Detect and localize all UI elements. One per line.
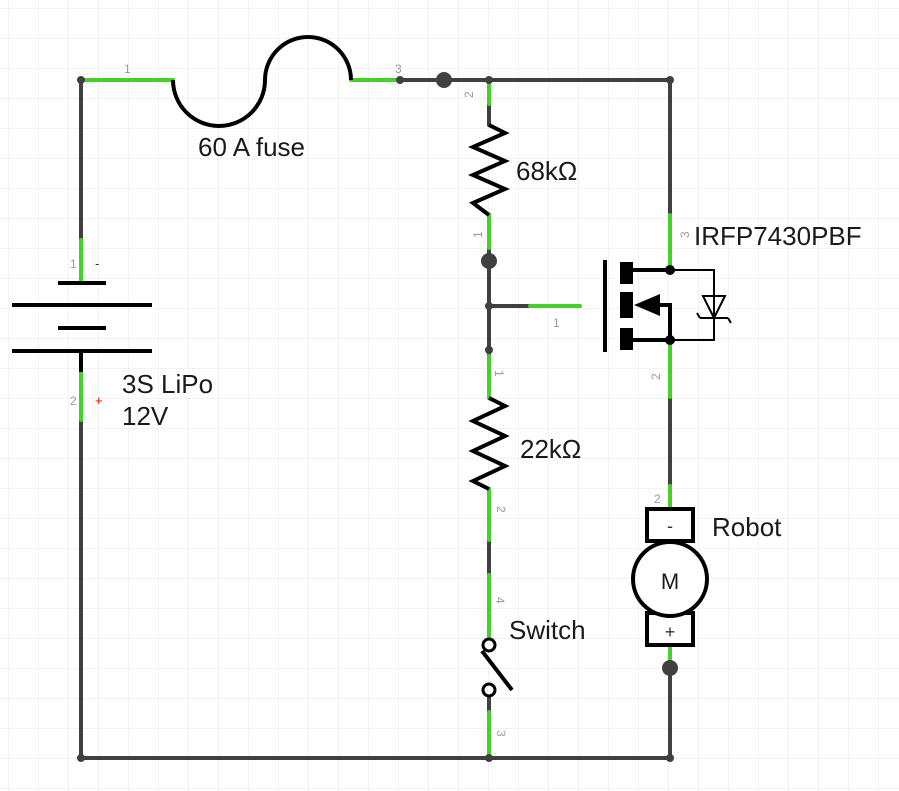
- junctions: [77, 72, 678, 762]
- battery-symbol[interactable]: [12, 281, 152, 372]
- pin-number: 2: [494, 506, 508, 513]
- battery-pos-sign: +: [95, 393, 103, 408]
- mosfet-diode-loop: [670, 269, 715, 341]
- pin-number: 4: [493, 597, 507, 604]
- mosfet-body-diode: [701, 295, 727, 321]
- motor-body: [631, 540, 709, 618]
- switch-contact-bottom: [481, 682, 497, 698]
- motor-terminal-bottom: [645, 611, 695, 647]
- pin-number: 2: [70, 394, 77, 408]
- motor-symbol[interactable]: M - +: [631, 507, 709, 647]
- mosfet-label: IRFP7430PBF: [694, 221, 862, 251]
- tee-dot: [485, 302, 493, 310]
- battery-label-line1: 3S LiPo: [122, 369, 213, 399]
- mosfet-arrow: [634, 294, 660, 316]
- pin-number: 3: [494, 730, 508, 737]
- junction-dot-fuse[interactable]: [436, 72, 452, 88]
- pin-number: 1: [492, 370, 506, 377]
- resistor-22k-label: 22kΩ: [520, 434, 581, 464]
- junction-dot-motor[interactable]: [662, 660, 678, 676]
- corner-dot: [666, 76, 674, 84]
- junction-dot-divider[interactable]: [481, 253, 497, 269]
- fuse-curve: [171, 35, 353, 128]
- tee-dot: [396, 76, 404, 84]
- mosfet-channel-mid: [620, 292, 633, 318]
- pin-number: 2: [649, 373, 663, 380]
- motor-neg-sign: -: [667, 516, 673, 536]
- pin-number: 3: [678, 231, 692, 238]
- switch-label: Switch: [509, 615, 586, 645]
- corner-dot: [666, 754, 674, 762]
- corner-dot: [77, 76, 85, 84]
- motor-pos-sign: +: [665, 622, 676, 642]
- pin-numbers: 1 3 2 1 3 1 2 1 2 1 2 2 4 3 - +: [70, 62, 692, 737]
- resistor-68k[interactable]: [468, 123, 510, 217]
- pin-number: 1: [124, 62, 131, 76]
- pin-number: 1: [553, 316, 560, 330]
- pin-number: 2: [462, 91, 476, 98]
- mosfet-node-dot: [665, 335, 675, 345]
- pin-number: 1: [471, 231, 485, 238]
- corner-dot: [77, 754, 85, 762]
- battery-label-line2: 12V: [122, 401, 169, 431]
- switch-lever: [480, 649, 514, 692]
- switch-symbol[interactable]: [480, 637, 514, 698]
- pin-number: 3: [395, 62, 402, 76]
- mosfet-body-lead: [660, 303, 672, 340]
- tee-dot: [485, 346, 493, 354]
- resistor-22k[interactable]: [468, 396, 510, 491]
- switch-contact-top: [481, 637, 497, 653]
- pin-number: 1: [70, 257, 77, 271]
- tee-dot: [485, 754, 493, 762]
- mosfet-diode-bar: [696, 312, 732, 324]
- motor-letter: M: [661, 569, 679, 594]
- mosfet-symbol[interactable]: [603, 260, 732, 352]
- mosfet-channel-top: [620, 262, 633, 284]
- battery-neg-sign: -: [95, 256, 99, 271]
- motor-label: Robot: [712, 512, 782, 542]
- resistor-68k-label: 68kΩ: [516, 156, 577, 186]
- component-labels: 60 A fuse 68kΩ IRFP7430PBF 3S LiPo 12V 2…: [122, 132, 862, 645]
- fuse-symbol[interactable]: [171, 35, 353, 128]
- mosfet-channel-bottom: [620, 328, 633, 350]
- mosfet-node-dot: [665, 265, 675, 275]
- pin-number: 2: [654, 492, 661, 506]
- fuse-label: 60 A fuse: [198, 132, 305, 162]
- tee-dot: [485, 76, 493, 84]
